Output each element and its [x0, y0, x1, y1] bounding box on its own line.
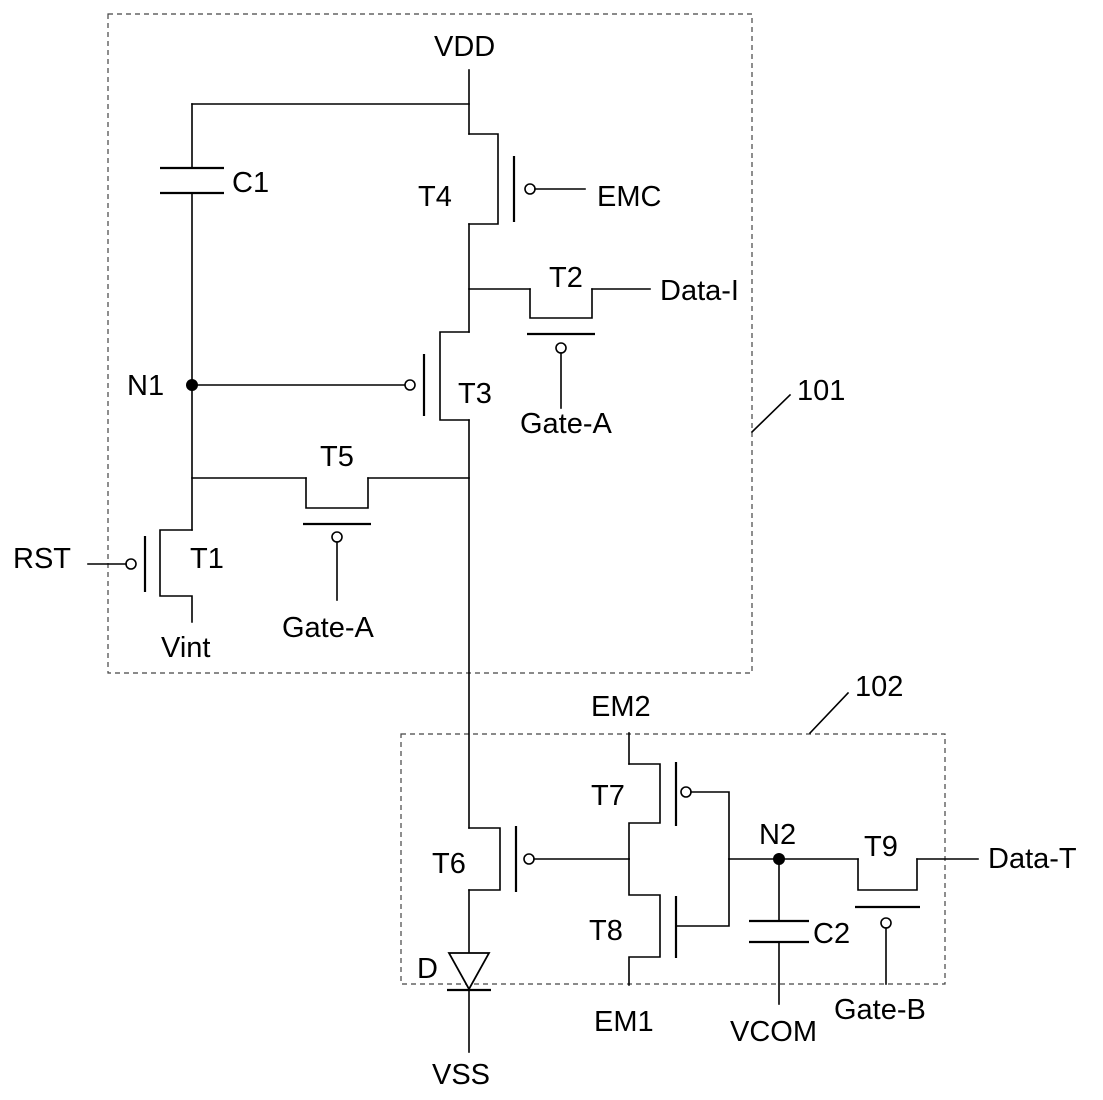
label-gate-a-t5: Gate-A [282, 612, 375, 644]
block-101-leader [752, 395, 790, 432]
capacitor-c1 [160, 168, 224, 193]
transistor-t7 [629, 733, 729, 859]
label-d: D [417, 953, 438, 985]
label-gate-b: Gate-B [834, 994, 926, 1026]
n2-net [729, 853, 858, 921]
label-t6: T6 [432, 848, 466, 880]
label-vcom: VCOM [730, 1016, 817, 1048]
label-c1: C1 [232, 167, 269, 199]
label-t4: T4 [418, 181, 452, 213]
transistor-t4 [469, 134, 585, 224]
label-em1: EM1 [594, 1006, 654, 1038]
capacitor-c2 [749, 921, 809, 1004]
transistor-t1 [88, 530, 192, 622]
label-gate-a-t2: Gate-A [520, 408, 613, 440]
n1-net [186, 193, 408, 530]
label-vint: Vint [161, 632, 210, 664]
label-block-101: 101 [797, 375, 845, 407]
label-rst: RST [13, 543, 71, 575]
label-em2: EM2 [591, 691, 651, 723]
vdd-net [192, 104, 469, 168]
label-vdd: VDD [434, 31, 495, 63]
label-data-i: Data-I [660, 275, 739, 307]
label-n2: N2 [759, 819, 796, 851]
label-t9: T9 [864, 831, 898, 863]
label-t3: T3 [458, 378, 492, 410]
n1-junction-dot [186, 379, 198, 391]
label-c2: C2 [813, 918, 850, 950]
label-t7: T7 [591, 780, 625, 812]
transistor-t9 [855, 859, 978, 984]
transistor-t2 [469, 289, 650, 408]
label-t5: T5 [320, 441, 354, 473]
label-t2: T2 [549, 262, 583, 294]
label-t1: T1 [190, 543, 224, 575]
transistor-t6 [469, 826, 629, 892]
transistor-t8 [629, 859, 729, 985]
label-n1: N1 [127, 370, 164, 402]
label-emc: EMC [597, 181, 661, 213]
label-t8: T8 [589, 915, 623, 947]
label-vss: VSS [432, 1059, 490, 1091]
block-102-leader [810, 693, 848, 733]
label-block-102: 102 [855, 671, 903, 703]
transistor-t5 [192, 478, 469, 600]
label-data-t: Data-T [988, 843, 1077, 875]
